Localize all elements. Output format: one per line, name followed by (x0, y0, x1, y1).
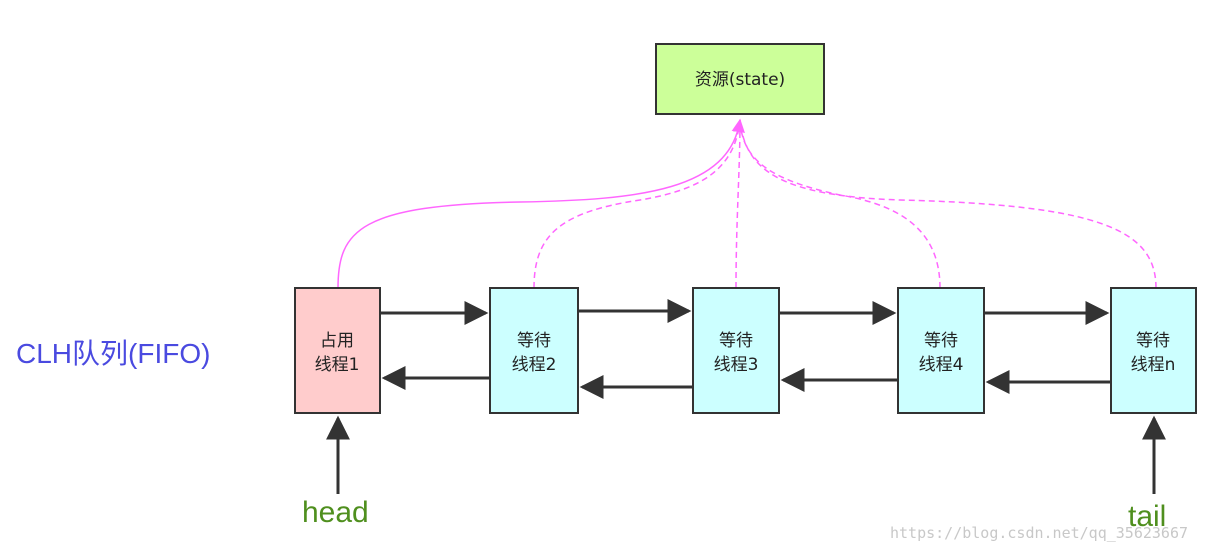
queue-links (381, 299, 1110, 399)
node-n-line2: 线程n (1131, 355, 1176, 375)
node-n-rect (1110, 287, 1197, 414)
link-wait-n (739, 119, 1157, 289)
node-3-line1: 等待 (719, 331, 753, 351)
node-2-line1: 等待 (517, 331, 551, 351)
node-3-line2: 线程3 (714, 355, 759, 375)
resource-label: 资源(state) (695, 70, 785, 90)
node-4-line1: 等待 (924, 331, 958, 351)
resource-box: 资源(state) (655, 43, 825, 115)
link-owner-solid (337, 118, 745, 289)
node-n: 等待 线程n (1110, 287, 1197, 414)
link-wait-2 (533, 119, 741, 289)
tail-label: tail (1128, 500, 1167, 533)
node-2-line2: 线程2 (512, 355, 557, 375)
link-wait-3 (735, 119, 741, 289)
node-2: 等待 线程2 (489, 287, 579, 414)
head-label: head (302, 496, 369, 529)
node-4: 等待 线程4 (897, 287, 985, 414)
node-1-line1: 占用 (320, 331, 354, 351)
node-1-rect (294, 287, 381, 414)
pointer-arrows (326, 415, 1166, 494)
node-1-line2: 线程1 (315, 355, 360, 375)
node-n-line1: 等待 (1136, 331, 1170, 351)
watermark-url: https://blog.csdn.net/qq_35623667 (890, 524, 1189, 542)
queue-title: CLH队列(FIFO) (16, 338, 211, 369)
resource-rect (655, 43, 825, 115)
node-4-rect (897, 287, 985, 414)
node-4-line2: 线程4 (919, 355, 964, 375)
node-3-rect (692, 287, 780, 414)
node-1: 占用 线程1 (294, 287, 381, 414)
node-3: 等待 线程3 (692, 287, 780, 414)
resource-links (337, 118, 1157, 289)
node-2-rect (489, 287, 579, 414)
link-wait-4 (739, 119, 941, 289)
